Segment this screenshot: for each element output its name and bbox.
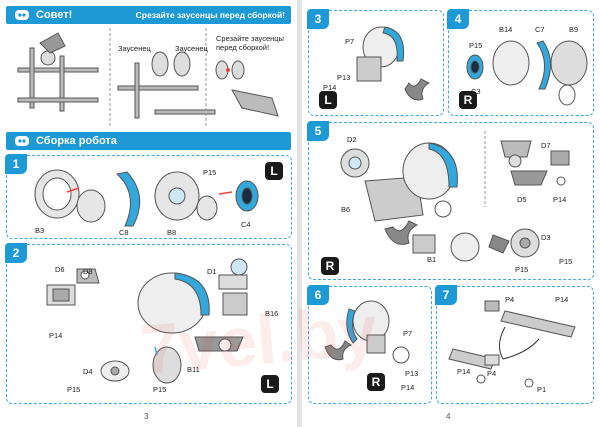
- step-5-box: 5 R: [307, 121, 594, 280]
- step-5-illustration: [340, 131, 570, 262]
- step-4-box: 4 R B14 C7 B9 P15 C3: [447, 9, 594, 116]
- step-number: 5: [307, 121, 329, 141]
- part-label: B3: [35, 226, 45, 235]
- part-label: D1: [207, 267, 217, 276]
- step-number: 6: [307, 285, 329, 305]
- part-label: P14: [49, 331, 63, 340]
- step-number: 3: [307, 9, 329, 29]
- part-label: D8: [83, 267, 93, 276]
- part-label: D2: [347, 135, 357, 144]
- page-number: 3: [144, 412, 149, 421]
- part-label: P4: [505, 295, 515, 304]
- part-label: C4: [241, 220, 251, 229]
- burr-label-left: Заусенец: [118, 44, 151, 53]
- side-badge: L: [319, 91, 337, 109]
- part-label: P15: [559, 257, 573, 266]
- part-label: B9: [569, 25, 579, 34]
- part-label: B11: [187, 365, 200, 374]
- part-label: P15: [203, 168, 217, 177]
- part-label: B8: [167, 228, 177, 237]
- side-badge: L: [261, 375, 279, 393]
- part-label: B16: [265, 309, 279, 318]
- step-6-box: 6 R P7 P13 P14: [307, 285, 432, 404]
- side-badge: R: [321, 257, 339, 275]
- part-label: B6: [341, 205, 351, 214]
- part-label: B14: [499, 25, 513, 34]
- part-label: C8: [119, 228, 129, 237]
- part-label: P7: [345, 37, 355, 46]
- step-6-illustration: [324, 300, 410, 364]
- step-3-box: 3 L P7 P13 P14: [307, 9, 444, 116]
- tip-note: Срезайте заусенцы перед сборкой!: [216, 34, 284, 52]
- part-label: P14: [401, 383, 415, 392]
- part-label: P15: [515, 265, 529, 274]
- part-label: D4: [83, 367, 93, 376]
- assembly-header: Сборка робота: [6, 132, 291, 150]
- step-4-illustration: [466, 40, 588, 106]
- part-label: D3: [541, 233, 551, 242]
- side-badge: R: [367, 373, 385, 391]
- part-label: P7: [403, 329, 413, 338]
- tip-note-line1: Срезайте заусенцы: [216, 34, 284, 43]
- step-2-box: 2 L: [5, 243, 292, 404]
- step-number: 7: [435, 285, 457, 305]
- step-2-illustration: [46, 258, 248, 384]
- robot-head-icon: [15, 136, 29, 146]
- part-label: P14: [553, 195, 567, 204]
- part-label: P14: [323, 83, 337, 92]
- tip-header: Совет! Срезайте заусенцы перед сборкой!: [6, 6, 291, 24]
- part-label: C3: [471, 87, 481, 96]
- part-label: P14: [555, 295, 569, 304]
- tip-title: Совет!: [36, 9, 73, 21]
- part-label: P15: [67, 385, 81, 394]
- tip-subtitle: Срезайте заусенцы перед сборкой!: [135, 10, 285, 20]
- step-7-box: 7 P4 P14 P14 P4 P1: [435, 285, 594, 404]
- tip-note-line2: перед сборкой!: [216, 43, 270, 52]
- step-1-illustration: [34, 169, 259, 227]
- step-number: 2: [5, 243, 27, 263]
- part-label: P15: [153, 385, 167, 394]
- step-number: 1: [5, 154, 27, 174]
- part-label: D6: [55, 265, 65, 274]
- assembly-title: Сборка робота: [36, 135, 117, 147]
- part-label: P15: [469, 41, 483, 50]
- step-1-box: 1 L B3 C8 B8 P15: [5, 154, 292, 239]
- burr-label-right: Заусенец: [175, 44, 208, 53]
- part-label: B1: [427, 255, 437, 264]
- side-badge: L: [265, 162, 283, 180]
- left-page: Совет! Срезайте заусенцы перед сборкой!: [0, 0, 298, 427]
- step-3-illustration: [356, 26, 431, 101]
- part-label: P1: [537, 385, 547, 394]
- part-label: C7: [535, 25, 545, 34]
- spine: [298, 0, 302, 427]
- step-number: 4: [447, 9, 469, 29]
- step-7-illustration: [448, 300, 576, 388]
- part-label: P4: [487, 369, 497, 378]
- part-label: P14: [457, 367, 471, 376]
- part-label: D5: [517, 195, 527, 204]
- right-page: 3 L P7 P13 P14 4 R: [302, 0, 600, 427]
- side-badge: R: [459, 91, 477, 109]
- page-number: 4: [446, 412, 451, 421]
- part-label: P13: [405, 369, 419, 378]
- part-label: D7: [541, 141, 551, 150]
- tip-illustration: [17, 28, 279, 128]
- part-label: P13: [337, 73, 351, 82]
- robot-head-icon: [15, 10, 29, 20]
